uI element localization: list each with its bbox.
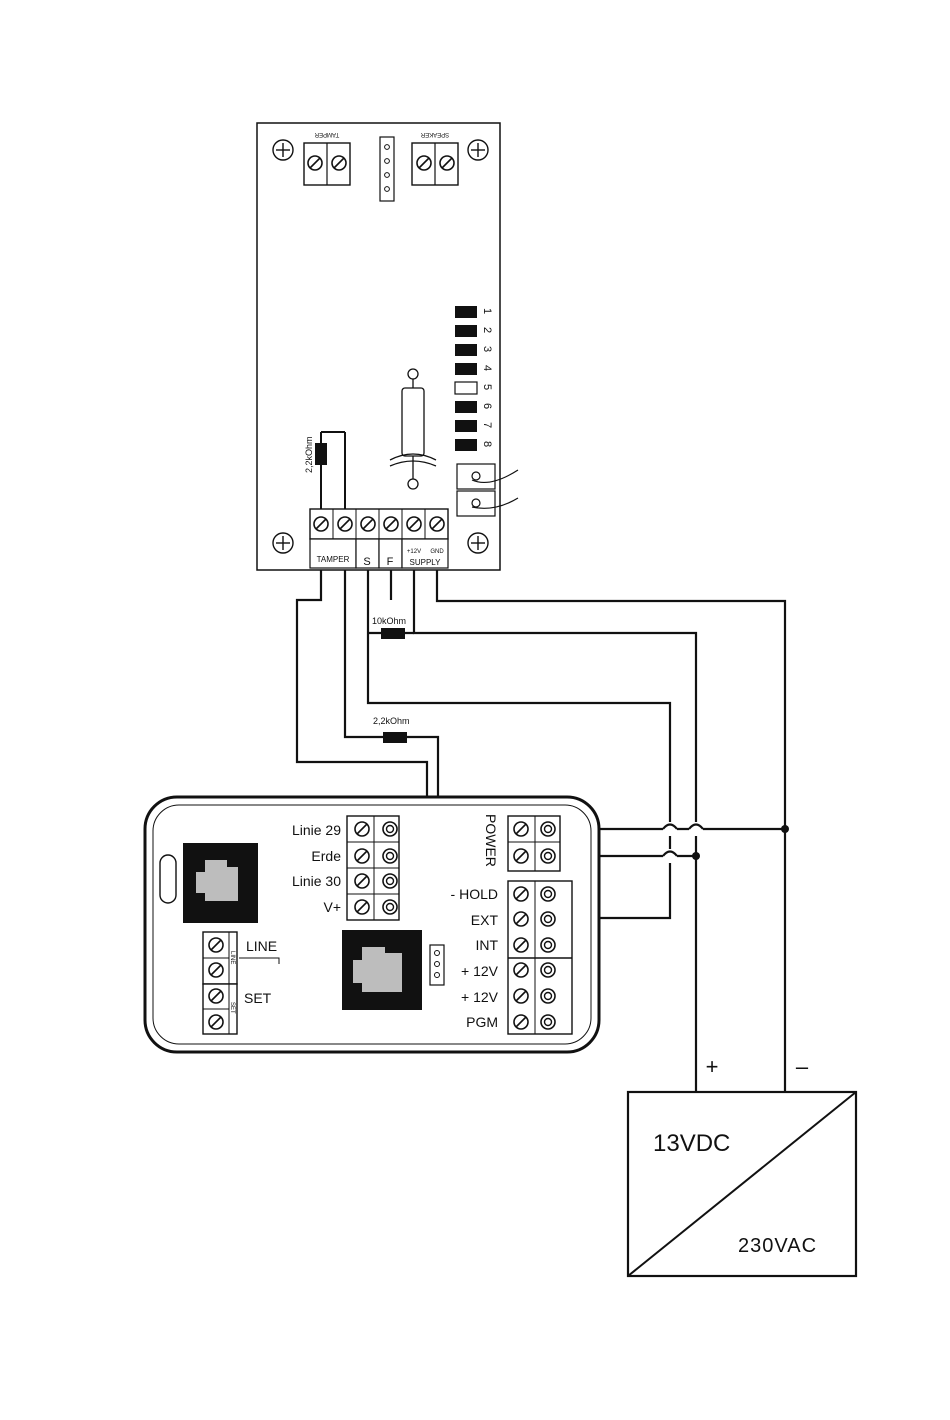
top-speaker-label: SPEAKER <box>420 131 449 137</box>
jumper-header <box>380 137 394 201</box>
psu-minus-label: – <box>796 1054 809 1079</box>
label-int: INT <box>475 937 498 953</box>
psu-output-label: 13VDC <box>653 1130 730 1157</box>
label-set: SET <box>244 990 272 1006</box>
rj-connector-left <box>183 843 258 923</box>
label-line: LINE <box>246 938 277 954</box>
bottom-f-label: F <box>387 556 394 568</box>
slot-hole <box>160 855 176 903</box>
bottom-terminal-strip: TAMPER S F +12V GND SUPPLY <box>310 509 448 568</box>
label-linie30: Linie 30 <box>292 873 341 889</box>
label-linie29: Linie 29 <box>292 822 341 838</box>
dip-number: 8 <box>481 441 493 447</box>
dip-number: 1 <box>481 308 493 314</box>
wire-tamper-linie29 <box>297 570 427 829</box>
top-tamper-label: TAMPER <box>314 131 339 137</box>
line-small-label: LINE <box>229 951 235 964</box>
controller-module: Linie 29 Erde Linie 30 V+ POWER - HOLD <box>145 797 599 1052</box>
label-ext: EXT <box>471 912 499 928</box>
onboard-resistor-label: 2,2kOhm <box>304 436 314 473</box>
label-12v-a: + 12V <box>461 963 499 979</box>
label-erde: Erde <box>311 848 341 864</box>
dip-number: 6 <box>481 403 493 409</box>
mount-hole-icon <box>468 140 488 160</box>
set-small-label: SET <box>229 1002 235 1014</box>
label-vplus: V+ <box>323 899 341 915</box>
label-hold: - HOLD <box>451 886 498 902</box>
detector-board: TAMPER SPEAKER 1 <box>257 123 518 570</box>
junction-dot <box>692 852 700 860</box>
mount-hole-icon <box>468 533 488 553</box>
junction-dot <box>781 825 789 833</box>
psu-plus-label: + <box>706 1054 719 1079</box>
resistor-2k2-label: 2,2kOhm <box>373 716 410 726</box>
label-12v-b: + 12V <box>461 989 499 1005</box>
dip-number: 2 <box>481 327 493 333</box>
rj-connector-center <box>342 930 422 1010</box>
dip-number: 7 <box>481 422 493 428</box>
plus12-label: +12V <box>407 549 421 555</box>
bottom-tamper-label: TAMPER <box>317 555 350 564</box>
label-power: POWER <box>483 814 499 867</box>
resistor-2k2 <box>383 732 407 743</box>
dip-number: 3 <box>481 346 493 352</box>
resistor-10k <box>381 628 405 639</box>
power-supply: + – 13VDC 230VAC <box>628 1054 856 1276</box>
mount-hole-icon <box>273 140 293 160</box>
label-pgm: PGM <box>466 1014 498 1030</box>
small-jumper <box>430 945 444 985</box>
mount-hole-icon <box>273 533 293 553</box>
gnd-label: GND <box>430 549 444 555</box>
psu-input-label: 230VAC <box>738 1235 817 1257</box>
supply-label: SUPPLY <box>410 558 442 567</box>
resistor-10k-label: 10kOhm <box>372 616 406 626</box>
terminal-power: POWER <box>483 814 560 871</box>
dip-number: 4 <box>481 365 493 371</box>
dip-number: 5 <box>481 384 493 390</box>
bottom-s-label: S <box>363 556 370 568</box>
